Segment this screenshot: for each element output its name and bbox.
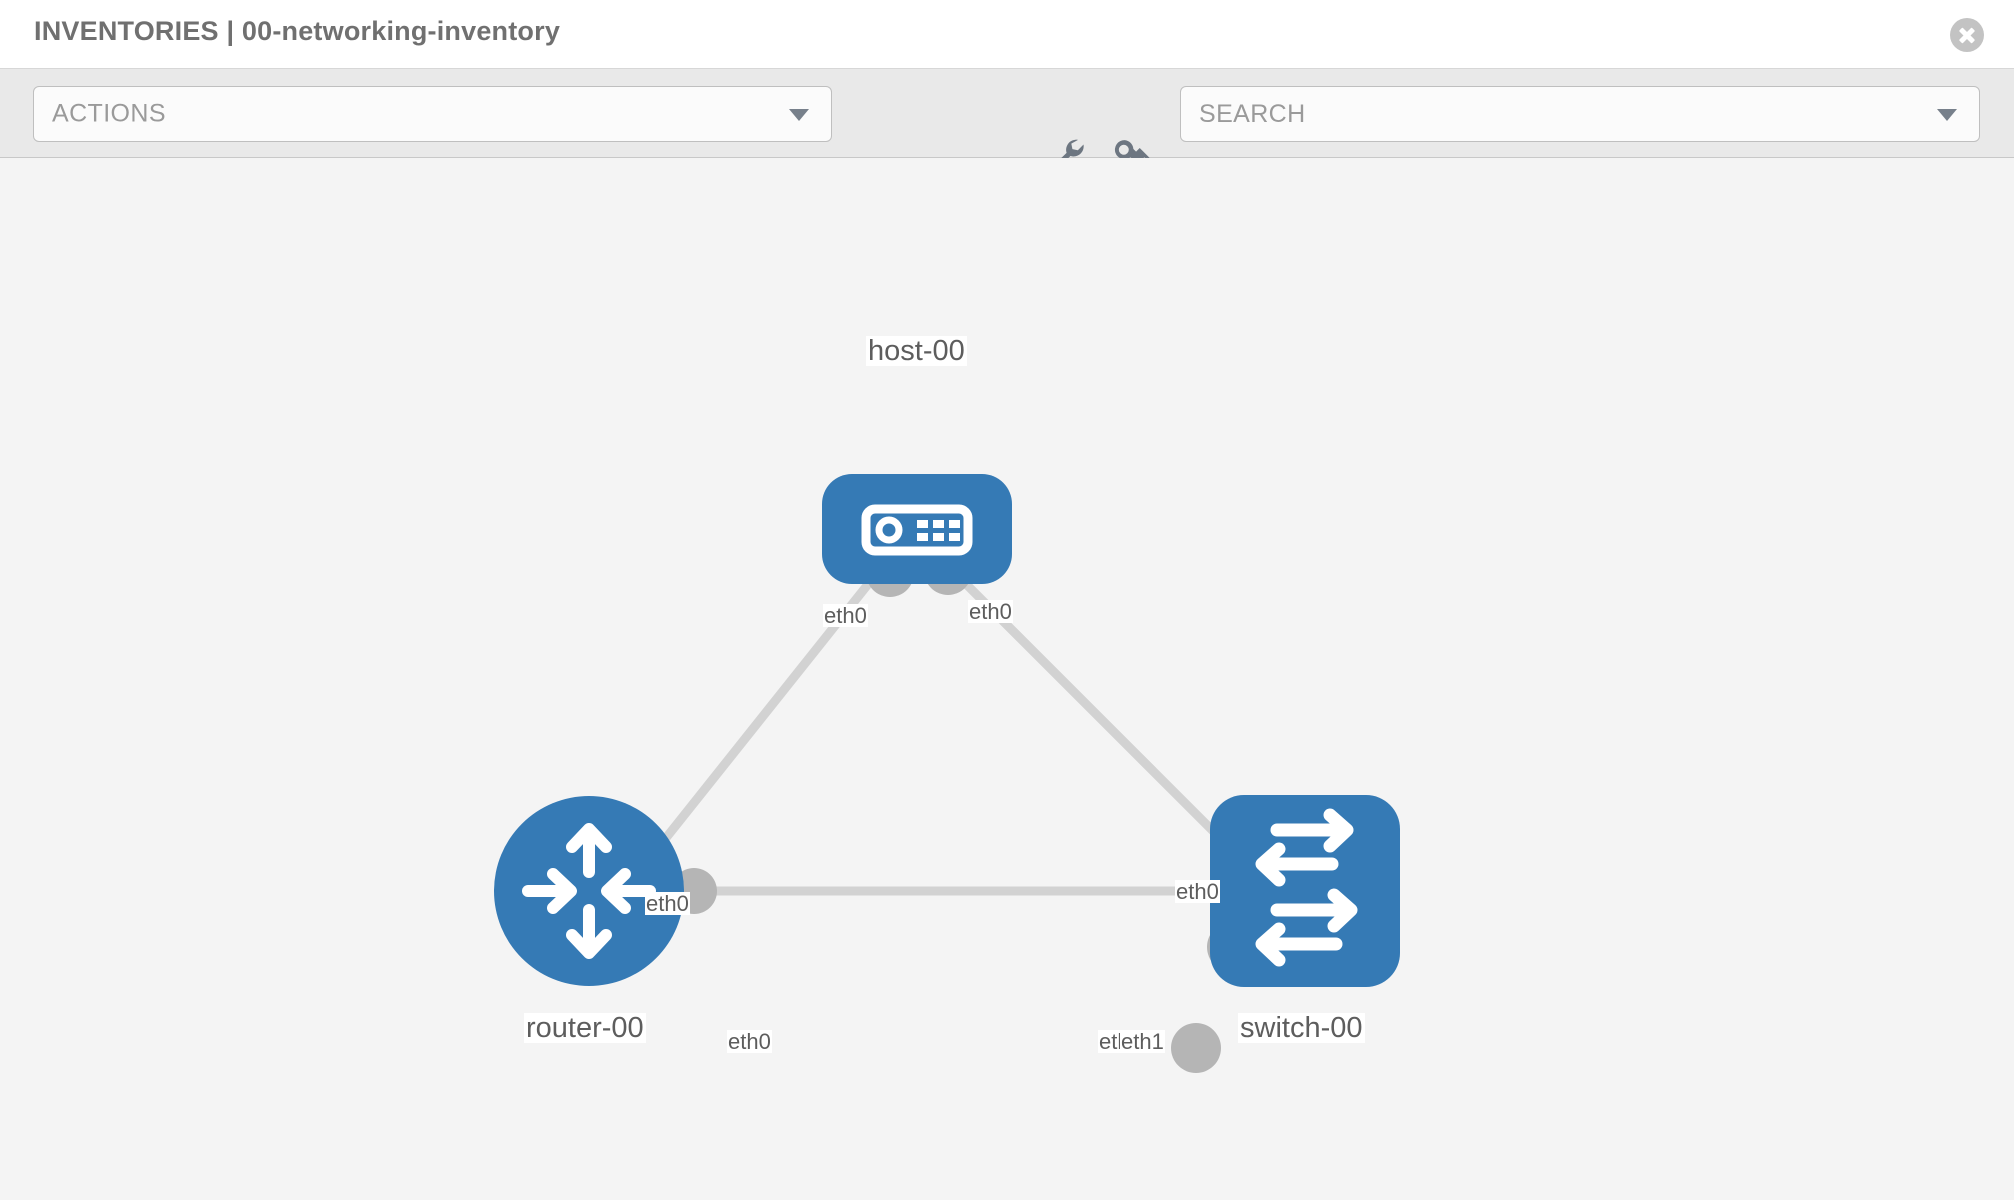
node-router-00[interactable] (494, 796, 684, 986)
topology-graph (494, 474, 1400, 1073)
actions-dropdown-label: ACTIONS (52, 99, 166, 128)
iface-label-router00-east: eth0 (727, 1029, 772, 1054)
iface-label-router00-north: eth0 (645, 891, 690, 916)
switch-arrows-icon (1255, 808, 1358, 967)
topology-ports (671, 547, 1257, 1073)
topology-links (646, 569, 1244, 896)
page-title: INVENTORIES | 00-networking-inventory (34, 16, 561, 46)
search-box[interactable] (1180, 86, 1980, 142)
actions-dropdown[interactable]: ACTIONS (33, 86, 832, 142)
chevron-down-icon (789, 109, 809, 121)
page-header: INVENTORIES | 00-networking-inventory (0, 0, 2014, 69)
iface-label-host00-right: eth0 (968, 599, 1013, 624)
search-input[interactable] (1181, 87, 1979, 141)
node-label-host-00: host-00 (866, 335, 967, 367)
iface-label-switch00-west-eth1: eth1 (1120, 1029, 1165, 1054)
server-icon (861, 504, 973, 556)
topology-canvas[interactable]: host-00 router-00 switch-00 eth0 eth0 et… (0, 158, 2014, 1200)
iface-label-switch00-north: eth0 (1175, 879, 1220, 904)
close-icon[interactable] (1950, 18, 1984, 52)
node-switch-00[interactable] (1210, 795, 1400, 987)
iface-label-host00-left: eth0 (823, 603, 868, 628)
router-arrows-icon (522, 823, 656, 959)
node-label-switch-00: switch-00 (1238, 1012, 1365, 1044)
chevron-down-icon[interactable] (1937, 109, 1957, 121)
toolbar: ACTIONS (0, 69, 2014, 177)
node-label-router-00: router-00 (524, 1012, 646, 1044)
port-switch00-west[interactable] (1171, 1023, 1221, 1073)
node-host-00[interactable] (822, 474, 1012, 584)
